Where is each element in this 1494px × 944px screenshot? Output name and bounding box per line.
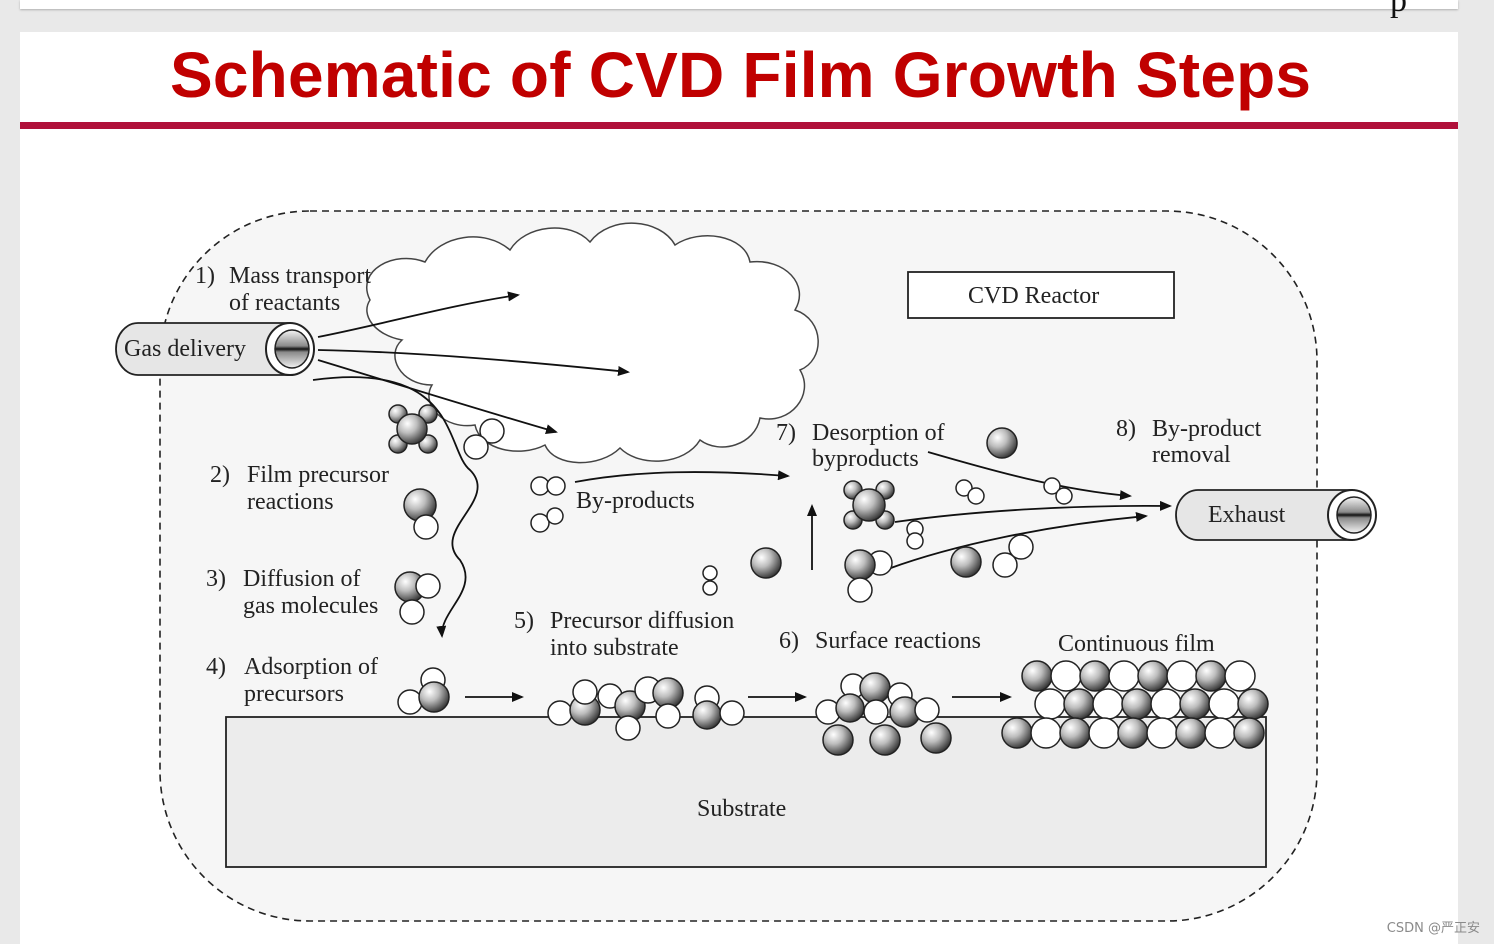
molecules [388, 404, 1073, 756]
film-particle [1204, 717, 1236, 749]
film-particle [1021, 660, 1053, 692]
svg-text:4): 4) [206, 654, 226, 680]
continuous-film [1001, 660, 1269, 749]
svg-text:Surface reactions: Surface reactions [815, 628, 981, 654]
film-particle [1224, 660, 1256, 692]
film-particle [1117, 717, 1149, 749]
svg-text:8): 8) [1116, 416, 1136, 442]
continuous-film-label: Continuous film [1058, 631, 1215, 657]
film-particle [1059, 717, 1091, 749]
reactor-label: CVD Reactor [968, 283, 1099, 309]
film-particle [1034, 688, 1066, 720]
step-1-label: 1) Mass transport of reactants [195, 263, 371, 316]
exhaust-pipe: Exhaust [1175, 489, 1377, 541]
byproducts-label: By-products [576, 488, 695, 514]
film-particle [1108, 660, 1140, 692]
svg-text:removal: removal [1152, 442, 1231, 468]
film-particle [1030, 717, 1062, 749]
svg-text:precursors: precursors [244, 681, 344, 707]
film-particle [1092, 688, 1124, 720]
exhaust-label: Exhaust [1208, 502, 1286, 528]
svg-text:Diffusion of: Diffusion of [243, 566, 361, 592]
film-particle [1179, 688, 1211, 720]
film-particle [1088, 717, 1120, 749]
film-particle [1233, 717, 1265, 749]
svg-text:reactions: reactions [247, 489, 334, 515]
svg-text:1): 1) [195, 263, 215, 289]
film-particle [1001, 717, 1033, 749]
reactor-label-box [907, 271, 1175, 319]
substrate-label: Substrate [697, 796, 786, 822]
watermark: CSDN @严正安 [1386, 921, 1480, 936]
step-7-label: 7) Desorption of byproducts [776, 420, 945, 472]
film-particle [1237, 688, 1269, 720]
svg-text:of reactants: of reactants [229, 290, 340, 316]
film-particle [1146, 717, 1178, 749]
step-2-label: 2) Film precursor reactions [210, 462, 389, 515]
svg-text:Desorption of: Desorption of [812, 420, 945, 446]
film-particle [1175, 717, 1207, 749]
title-underline [20, 122, 1458, 129]
svg-text:By-product: By-product [1152, 416, 1262, 442]
mass-transport-arrows [312, 291, 1172, 702]
svg-text:6): 6) [779, 628, 799, 654]
step-6-label: 6) Surface reactions [779, 628, 981, 654]
step-3-label: 3) Diffusion of gas molecules [206, 566, 378, 619]
gas-delivery-pipe: Gas delivery [115, 322, 315, 376]
film-particle [1050, 660, 1082, 692]
film-particle [1150, 688, 1182, 720]
film-particle [1079, 660, 1111, 692]
gas-delivery-label: Gas delivery [124, 336, 246, 362]
svg-text:Film precursor: Film precursor [247, 462, 389, 488]
film-particle [1063, 688, 1095, 720]
film-particle [1121, 688, 1153, 720]
film-particle [1195, 660, 1227, 692]
previous-slide-glyph: p [1390, 0, 1407, 19]
svg-text:3): 3) [206, 566, 226, 592]
svg-text:gas molecules: gas molecules [243, 593, 378, 619]
film-particle [1208, 688, 1240, 720]
film-particle [1166, 660, 1198, 692]
previous-slide-edge: p [20, 0, 1458, 19]
svg-text:5): 5) [514, 608, 534, 634]
svg-text:2): 2) [210, 462, 230, 488]
slide-title: Schematic of CVD Film Growth Steps [170, 39, 1312, 111]
step-5-label: 5) Precursor diffusion into substrate [514, 608, 734, 661]
svg-text:7): 7) [776, 420, 796, 446]
svg-text:into substrate: into substrate [550, 635, 679, 661]
gas-cloud [366, 222, 819, 464]
svg-text:byproducts: byproducts [812, 446, 919, 472]
step-4-label: 4) Adsorption of precursors [206, 654, 378, 707]
svg-text:Adsorption of: Adsorption of [244, 654, 378, 680]
svg-text:Mass transport: Mass transport [229, 263, 371, 289]
step-8-label: 8) By-product removal [1116, 416, 1262, 468]
film-particle [1137, 660, 1169, 692]
svg-text:Precursor diffusion: Precursor diffusion [550, 608, 734, 634]
